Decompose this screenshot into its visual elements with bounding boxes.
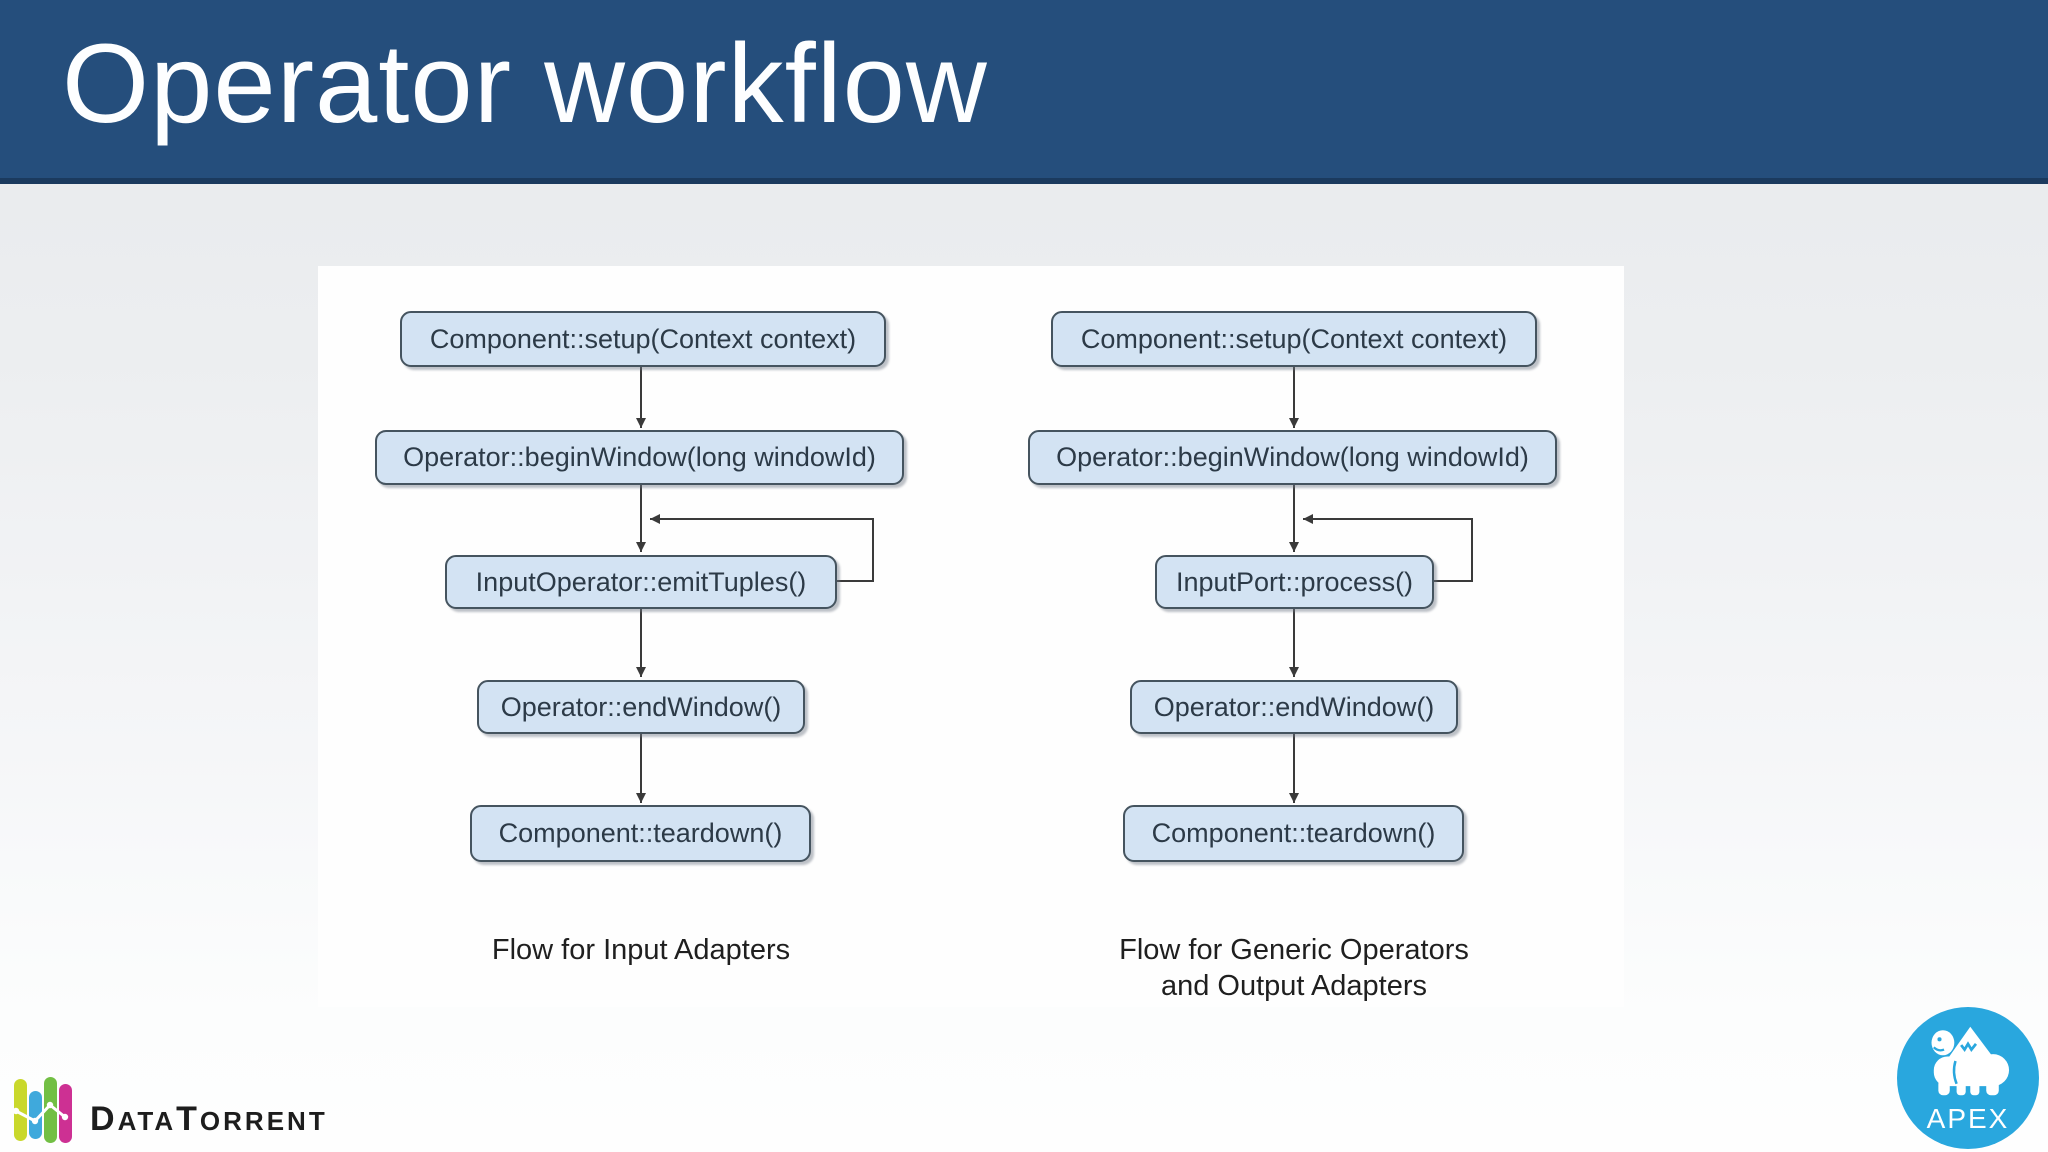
gorilla-icon — [1931, 1026, 2010, 1096]
diagram-panel — [318, 266, 1624, 1007]
wordmark-part-orrent: ORRENT — [199, 1106, 328, 1136]
datatorrent-bars-icon — [14, 1077, 72, 1143]
wordmark-part-d: D — [90, 1100, 118, 1138]
datatorrent-wordmark: D ATA T ORRENT — [90, 1102, 328, 1136]
node-inputoperator-emittuples: InputOperator::emitTuples() — [445, 555, 837, 609]
caption-input-adapters: Flow for Input Adapters — [491, 934, 791, 966]
node-component-teardown-left: Component::teardown() — [470, 805, 811, 862]
caption-generic-operators-line1: Flow for Generic Operators — [1119, 934, 1469, 966]
title-bar: Operator workflow — [0, 0, 2048, 184]
apex-label: APEX — [1926, 1103, 2010, 1134]
slide-title: Operator workflow — [62, 20, 988, 146]
wordmark-part-ata: ATA — [117, 1106, 177, 1136]
datatorrent-logo: D ATA T ORRENT — [14, 1070, 344, 1145]
node-operator-beginwindow-right: Operator::beginWindow(long windowId) — [1028, 430, 1557, 485]
node-operator-endwindow-left: Operator::endWindow() — [477, 680, 805, 734]
node-inputport-process: InputPort::process() — [1155, 555, 1434, 609]
caption-generic-operators: Flow for Generic Operators and Output Ad… — [1084, 932, 1504, 1004]
node-component-setup-right: Component::setup(Context context) — [1051, 311, 1537, 367]
caption-generic-operators-line2: and Output Adapters — [1160, 970, 1428, 1002]
apex-logo: APEX — [1897, 1007, 2039, 1149]
wordmark-part-t: T — [176, 1100, 200, 1138]
node-component-teardown-right: Component::teardown() — [1123, 805, 1464, 862]
node-operator-endwindow-right: Operator::endWindow() — [1130, 680, 1458, 734]
node-operator-beginwindow-left: Operator::beginWindow(long windowId) — [375, 430, 904, 485]
node-component-setup-left: Component::setup(Context context) — [400, 311, 886, 367]
